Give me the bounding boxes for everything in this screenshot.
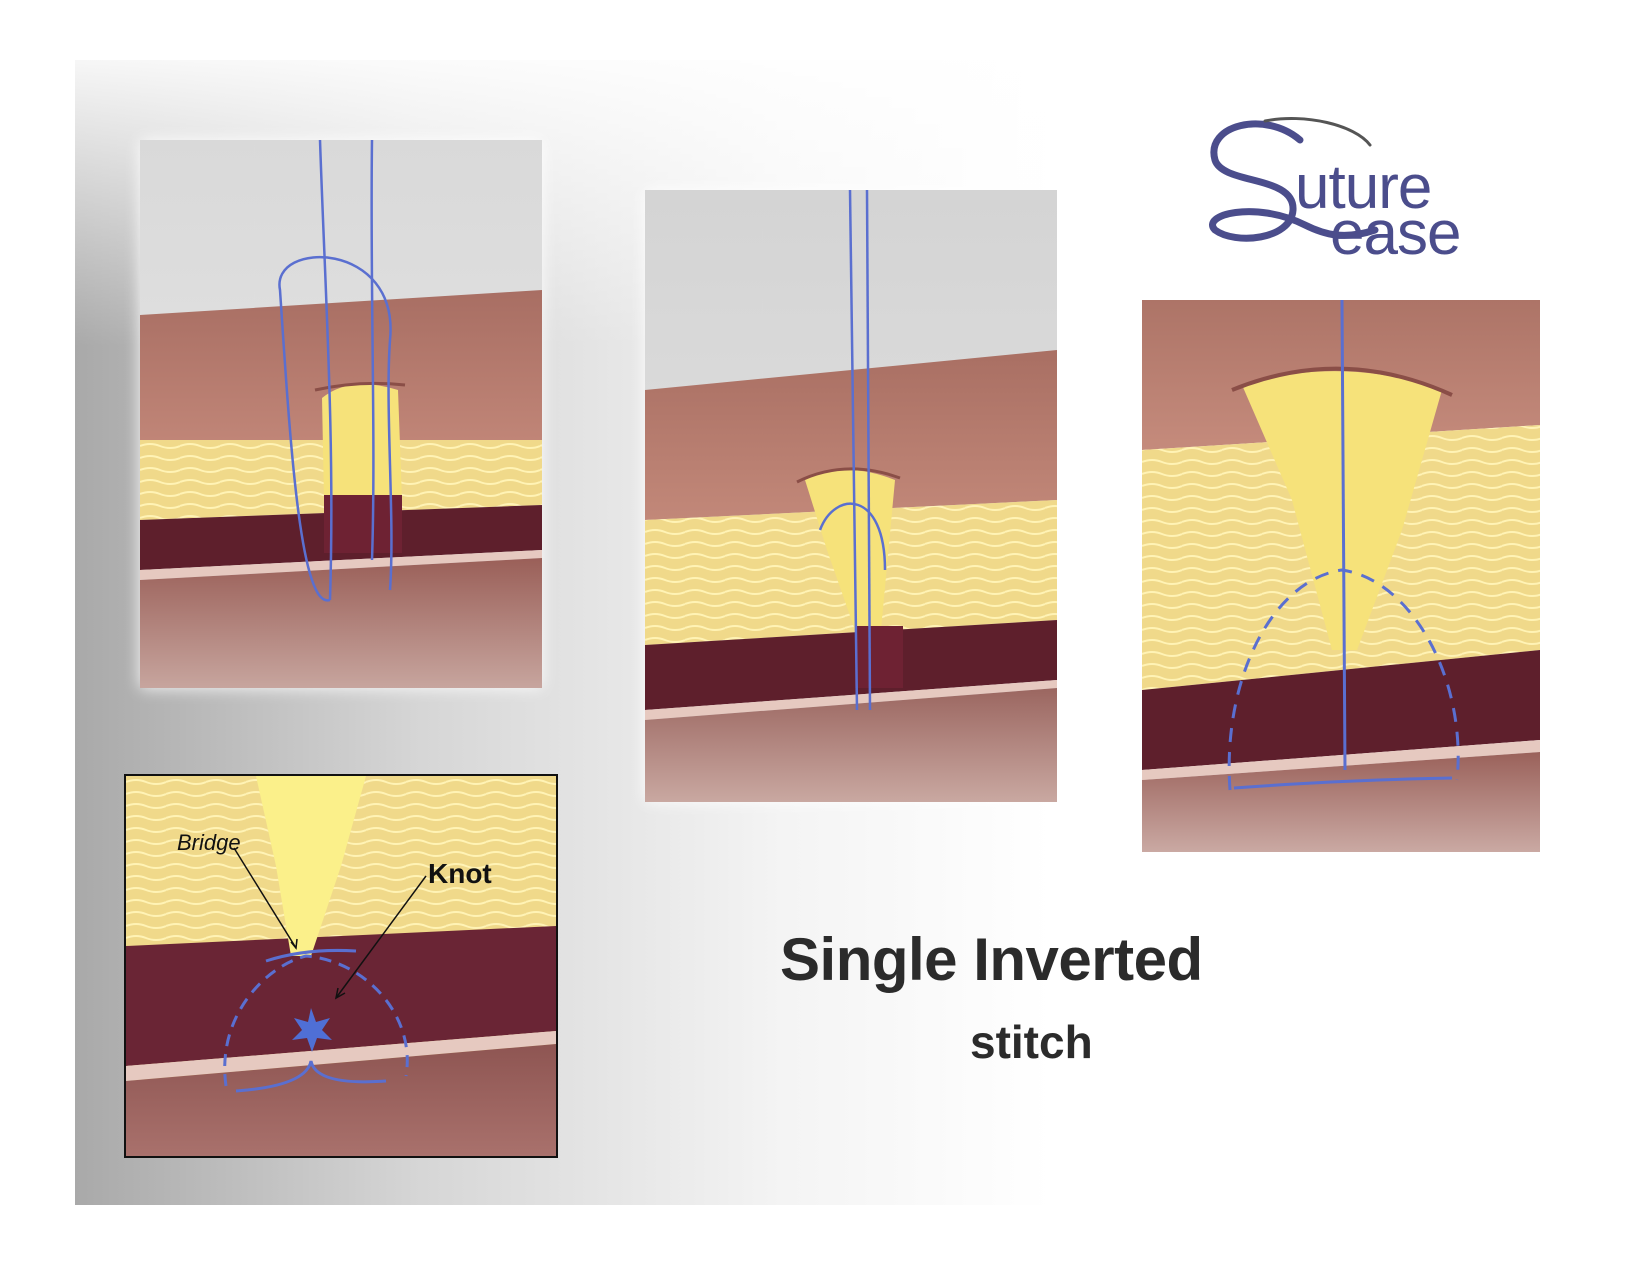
suture-step-1-image [140, 140, 542, 688]
logo-word-suture: uture [1295, 153, 1432, 222]
knot-label: Knot [428, 858, 492, 889]
suture-step-2-image [645, 190, 1057, 802]
suture-step-3-image [1142, 300, 1540, 852]
logo-word-ease: ease [1330, 199, 1461, 268]
slide-title: Single Inverted [780, 926, 1203, 993]
suture-ease-logo: uture ease [1195, 115, 1495, 265]
knot-detail-inset [124, 774, 558, 1158]
bridge-label: Bridge [177, 830, 241, 855]
slide-subtitle: stitch [970, 1016, 1093, 1068]
